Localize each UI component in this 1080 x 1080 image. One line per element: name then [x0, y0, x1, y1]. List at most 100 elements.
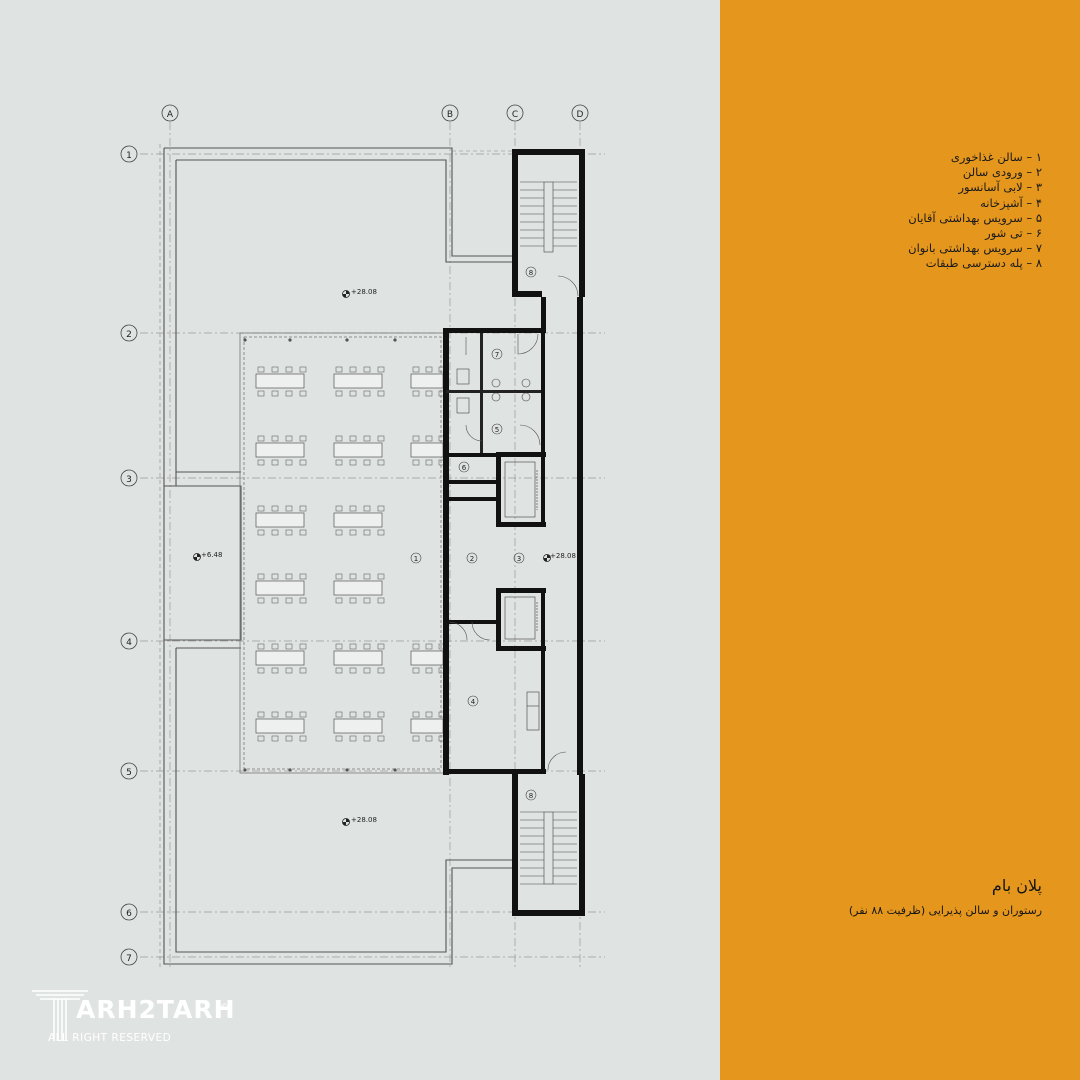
dining-table	[410, 366, 446, 397]
roof-edge-dashed	[159, 144, 512, 968]
plan-subtitle: رستوران و سالن پذیرایی (ظرفیت ۸۸ نفر)	[848, 904, 1042, 917]
dining-table	[333, 505, 385, 536]
grid-bubble-a: A	[161, 104, 179, 122]
grid-bubble-7: 7	[120, 948, 138, 966]
level-marker-lower-roof: +6.48	[193, 551, 222, 561]
dining-table	[333, 435, 385, 466]
sanitary-fixtures	[456, 368, 531, 414]
grid-bubble-4: 4	[120, 632, 138, 650]
svg-text:7: 7	[495, 351, 499, 359]
dining-table	[410, 643, 446, 674]
grid-bubble-2: 2	[120, 324, 138, 342]
brand-rights: ALL RIGHT RESERVED	[48, 1032, 172, 1044]
level-markers: +28.08 +28.08 +6.48 +28.08	[193, 288, 576, 826]
grid-lines	[140, 122, 605, 970]
level-marker-roof-bottom: +28.08	[342, 816, 377, 826]
legend-item-3: ۳ – لابی آسانسور	[958, 180, 1042, 195]
grid-bubble-d: D	[571, 104, 589, 122]
svg-text:C: C	[512, 110, 518, 120]
room-label-5: 5	[491, 423, 503, 435]
room-numbers: 1 2 3 4 5 6 7 8 8	[410, 266, 537, 801]
legend-item-6: ۶ – تی شور	[985, 226, 1042, 241]
dining-table	[333, 573, 385, 604]
svg-text:+28.08: +28.08	[351, 816, 377, 824]
svg-text:8: 8	[529, 792, 533, 800]
pergola-post	[243, 338, 247, 342]
pergola-post	[243, 768, 247, 772]
pergola-post	[393, 338, 397, 342]
core-walls	[443, 149, 585, 916]
grid-bubble-5: 5	[120, 762, 138, 780]
svg-text:4: 4	[471, 698, 476, 706]
dining-tables	[243, 338, 446, 772]
plan-panel: A B C D 1 2 3 4 5 6 7	[30, 104, 605, 1055]
pergola-post	[288, 768, 292, 772]
legend-item-2: ۲ – ورودی سالن	[962, 165, 1042, 180]
dining-table	[333, 366, 385, 397]
elevator-cars	[504, 461, 538, 640]
svg-text:A: A	[167, 110, 174, 120]
pergola-post	[393, 768, 397, 772]
dining-table	[255, 711, 307, 742]
svg-text:+6.48: +6.48	[201, 551, 222, 559]
svg-text:3: 3	[517, 555, 521, 563]
dining-table	[255, 573, 307, 604]
grid-bubble-6: 6	[120, 903, 138, 921]
dining-table	[255, 643, 307, 674]
svg-text:4: 4	[126, 638, 132, 648]
dining-table	[410, 435, 446, 466]
room-label-8-top: 8	[525, 266, 537, 278]
svg-text:2: 2	[470, 555, 474, 563]
svg-text:+28.08: +28.08	[351, 288, 377, 296]
dining-table	[255, 366, 307, 397]
grid-column-bubbles: A B C D	[161, 104, 589, 122]
pergola-post	[288, 338, 292, 342]
room-label-2: 2	[466, 552, 478, 564]
dining-table	[333, 643, 385, 674]
svg-text:5: 5	[495, 426, 499, 434]
room-legend: ۱ – سالن غذاخوری ۲ – ورودی سالن ۳ – لابی…	[908, 150, 1042, 272]
brand-watermark: ARH2TARH ALL RIGHT RESERVED ©	[30, 985, 235, 1055]
level-marker-roof-top: +28.08	[342, 288, 377, 298]
svg-text:D: D	[577, 110, 584, 120]
door-swings	[448, 275, 579, 771]
svg-text:6: 6	[462, 464, 467, 472]
room-label-7: 7	[491, 348, 503, 360]
svg-text:3: 3	[126, 475, 132, 485]
info-panel	[720, 0, 1080, 1080]
room-label-1: 1	[410, 552, 422, 564]
dining-table	[333, 711, 385, 742]
svg-text:1: 1	[126, 151, 132, 161]
room-label-8-bottom: 8	[525, 789, 537, 801]
legend-item-5: ۵ – سرویس بهداشتی آقایان	[908, 210, 1042, 225]
floor-plan-drawing: A B C D 1 2 3 4 5 6 7	[120, 104, 605, 970]
svg-text:B: B	[447, 110, 453, 120]
room-label-4: 4	[467, 695, 479, 707]
kitchen-counter	[526, 691, 540, 731]
brand-name: ARH2TARH	[76, 995, 236, 1024]
grid-bubble-b: B	[441, 104, 459, 122]
svg-text:6: 6	[126, 909, 132, 919]
pergola-post	[345, 768, 349, 772]
roof-parapets	[163, 147, 512, 965]
grid-bubble-3: 3	[120, 469, 138, 487]
legend-item-1: ۱ – سالن غذاخوری	[950, 150, 1042, 164]
dining-table	[255, 505, 307, 536]
pergola-post	[345, 338, 349, 342]
stair-treads	[520, 181, 577, 885]
svg-text:2: 2	[126, 330, 132, 340]
svg-text:8: 8	[529, 269, 533, 277]
legend-item-8: ۸ – پله دسترسی طبقات	[925, 256, 1042, 271]
room-label-3: 3	[513, 552, 525, 564]
legend-item-7: ۷ – سرویس بهداشتی بانوان	[908, 241, 1042, 256]
dining-table	[255, 435, 307, 466]
brand-logo-icon	[32, 990, 88, 1041]
dining-table	[410, 711, 446, 742]
svg-text:7: 7	[126, 954, 132, 964]
level-marker-lobby: +28.08	[543, 552, 576, 562]
plan-title: پلان بام	[991, 876, 1042, 895]
svg-text:1: 1	[414, 555, 418, 563]
grid-bubble-c: C	[506, 104, 524, 122]
room-label-6: 6	[458, 461, 470, 473]
brand-copyright: ©	[220, 1003, 229, 1013]
